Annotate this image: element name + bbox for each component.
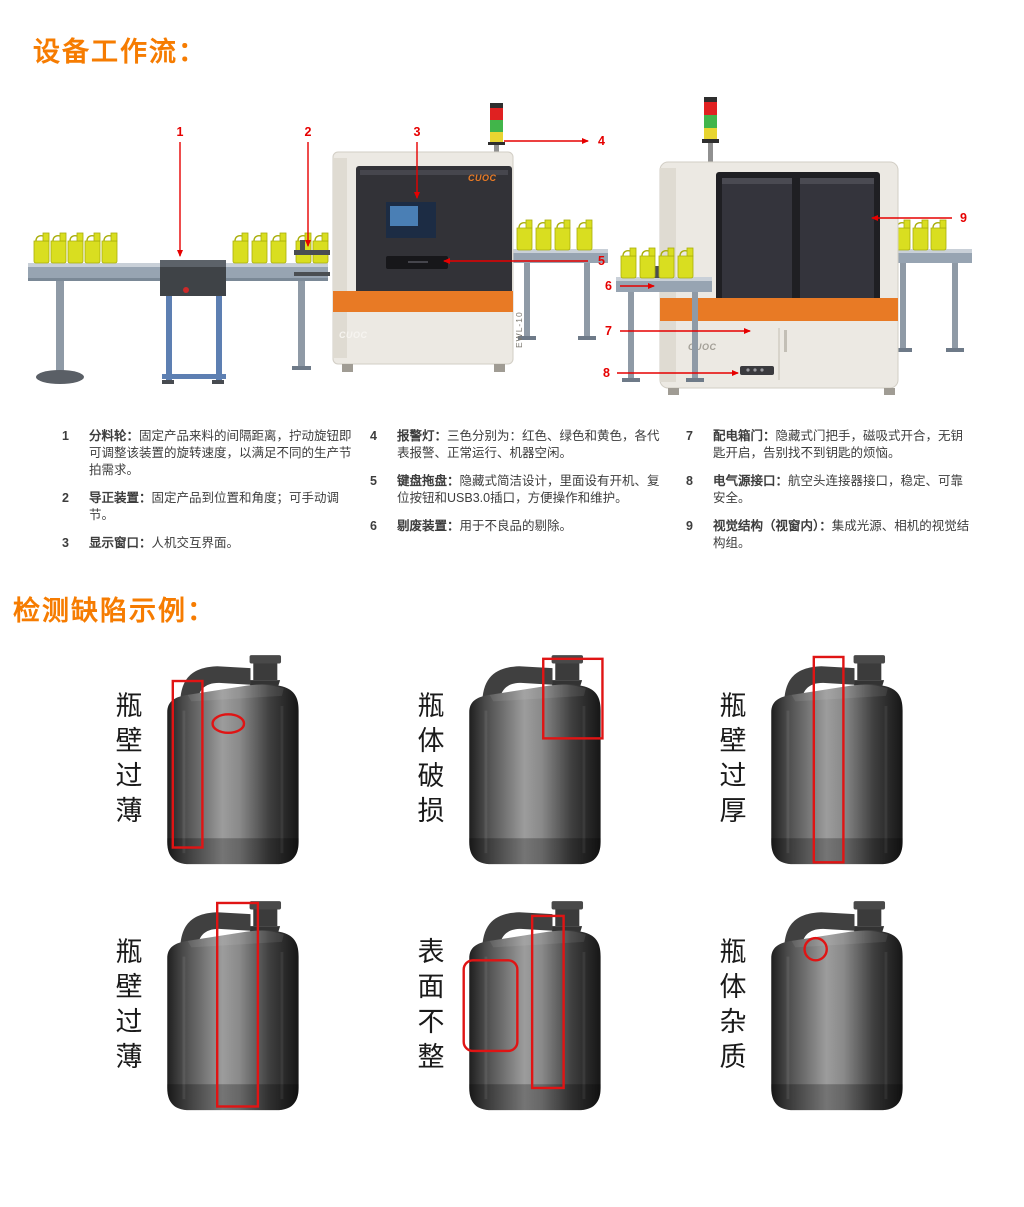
legend-item-desc: 隐藏式门把手，磁吸式开合，无钥匙开启，告别找不到钥匙的烦恼。 [713,429,964,460]
bottle-image [165,654,300,866]
legend-item-term: 键盘拖盘： [397,474,460,488]
machine-logo: CUOC [468,173,497,183]
legend-item-term: 导正装置： [89,491,152,505]
defect-annotation [812,655,845,864]
vision-window [800,178,874,312]
defect-card: 瓶体杂质 [662,891,964,1123]
legend-item-desc: 用于不良品的剔除。 [459,519,573,533]
legend-item: 9 视觉结构（视窗内）：集成光源、相机的视觉结构组。 [686,518,974,552]
defect-annotation [541,657,604,740]
callout-6: 6 [605,279,612,293]
legend-item-desc: 人机交互界面。 [151,536,240,550]
legend-item-desc: 隐藏式简洁设计，里面设有开机、复位按钮和USB3.0插口，方便操作和维护。 [397,474,660,505]
conveyor-outfeed [890,219,972,352]
legend-item: 4 报警灯：三色分别为：红色、绿色和黄色，各代表报警、正常运行、机器空闲。 [370,428,670,462]
callout-7: 7 [605,324,612,338]
legend-item-number: 7 [686,429,693,443]
legend-item-term: 分料轮： [89,429,140,443]
defect-card: 瓶壁过薄 [58,645,360,877]
defect-label: 表面不整 [413,937,444,1077]
defect-label: 瓶体破损 [413,691,444,831]
defect-label: 瓶体杂质 [715,937,746,1077]
bottle-image [769,654,904,866]
legend-item-term: 电气源接口： [713,474,789,488]
legend-item-number: 4 [370,429,377,443]
legend-column: 7 配电箱门：隐藏式门把手，磁吸式开合，无钥匙开启，告别找不到钥匙的烦恼。 8 … [686,428,974,563]
legend-item-term: 报警灯： [397,429,448,443]
callout-3: 3 [414,125,421,139]
legend-item-number: 5 [370,474,377,488]
legend-item-term: 视觉结构（视窗内）： [713,519,832,533]
defect-annotation [215,901,259,1108]
callout-1: 1 [177,125,184,139]
legend-item-number: 1 [62,429,69,443]
bottles-infeed [33,232,329,264]
machine-model: EWL-10 [514,311,524,348]
conveyor-mid [512,219,608,340]
defect-annotation [171,679,245,849]
bottle-image [165,900,300,1112]
defect-card: 瓶壁过厚 [662,645,964,877]
feeder-station [160,260,226,384]
legend-item-desc: 固定产品来料的间隔距离，拧动旋钮即可调整该装置的旋转速度，以满足不同的生产节拍需… [89,429,352,477]
legend-item: 5 键盘拖盘：隐藏式简洁设计，里面设有开机、复位按钮和USB3.0插口，方便操作… [370,473,670,507]
legend-item: 3 显示窗口：人机交互界面。 [62,535,354,552]
legend-item-number: 8 [686,474,693,488]
legend-item-number: 2 [62,491,69,505]
section-title-workflow: 设备工作流： [33,37,207,67]
legend-item-number: 9 [686,519,693,533]
callout-4: 4 [598,134,605,148]
bottle-image [461,900,602,1112]
section-title-defects: 检测缺陷示例： [13,596,216,626]
defect-card: 表面不整 [360,891,662,1123]
bottle-image [467,654,604,866]
legend: 1 分料轮：固定产品来料的间隔距离，拧动旋钮即可调整该装置的旋转速度，以满足不同… [62,428,990,563]
legend-item: 1 分料轮：固定产品来料的间隔距离，拧动旋钮即可调整该装置的旋转速度，以满足不同… [62,428,354,479]
legend-item-term: 显示窗口： [89,536,152,550]
defect-label: 瓶壁过薄 [111,691,142,831]
callout-5: 5 [598,254,605,268]
tower-light-icon [488,103,505,154]
machine-main: CUOC CUOC EWL-10 [332,103,524,372]
machine-logo: CUOC [339,330,368,340]
legend-item: 8 电气源接口：航空头连接器接口，稳定、可靠安全。 [686,473,974,507]
legend-item-term: 剔废装置： [397,519,460,533]
legend-column: 4 报警灯：三色分别为：红色、绿色和黄色，各代表报警、正常运行、机器空闲。 5 … [370,428,670,563]
guide-device [294,240,330,276]
legend-item-number: 6 [370,519,377,533]
legend-column: 1 分料轮：固定产品来料的间隔距离，拧动旋钮即可调整该装置的旋转速度，以满足不同… [62,428,354,563]
legend-item-desc: 集成光源、相机的视觉结构组。 [713,519,970,550]
legend-item-desc: 固定产品到位置和角度；可手动调节。 [89,491,340,522]
legend-item: 2 导正装置：固定产品到位置和角度；可手动调节。 [62,490,354,524]
legend-item: 6 剔废装置：用于不良品的剔除。 [370,518,670,535]
legend-item-number: 3 [62,536,69,550]
conveyor-reject [616,247,712,382]
equipment-illustration: CUOC CUOC EWL-10 CUOC [28,97,972,395]
callouts: 1 2 3 4 5 6 7 8 9 [177,125,967,380]
power-interface [740,366,774,375]
legend-item: 7 配电箱门：隐藏式门把手，磁吸式开合，无钥匙开启，告别找不到钥匙的烦恼。 [686,428,974,462]
defect-card: 瓶壁过薄 [58,891,360,1123]
legend-item-term: 配电箱门： [713,429,776,443]
tower-light-icon [702,97,719,165]
legend-item-desc: 航空头连接器接口，稳定、可靠安全。 [713,474,964,505]
bottle-image [769,900,904,1112]
callout-8: 8 [603,366,610,380]
legend-item-desc: 三色分别为：红色、绿色和黄色，各代表报警、正常运行、机器空闲。 [397,429,660,460]
vision-window [722,178,792,312]
callout-2: 2 [305,125,312,139]
callout-9: 9 [960,211,967,225]
defect-card: 瓶体破损 [360,645,662,877]
defect-label: 瓶壁过厚 [715,691,746,831]
defect-label: 瓶壁过薄 [111,937,142,1077]
machine-logo: CUOC [688,342,717,352]
door-handle [784,330,787,352]
defect-annotation [461,914,565,1089]
defect-annotation [802,936,828,962]
defect-examples: 瓶壁过薄 瓶体破损 瓶壁过厚 瓶壁过薄 [58,645,964,1123]
